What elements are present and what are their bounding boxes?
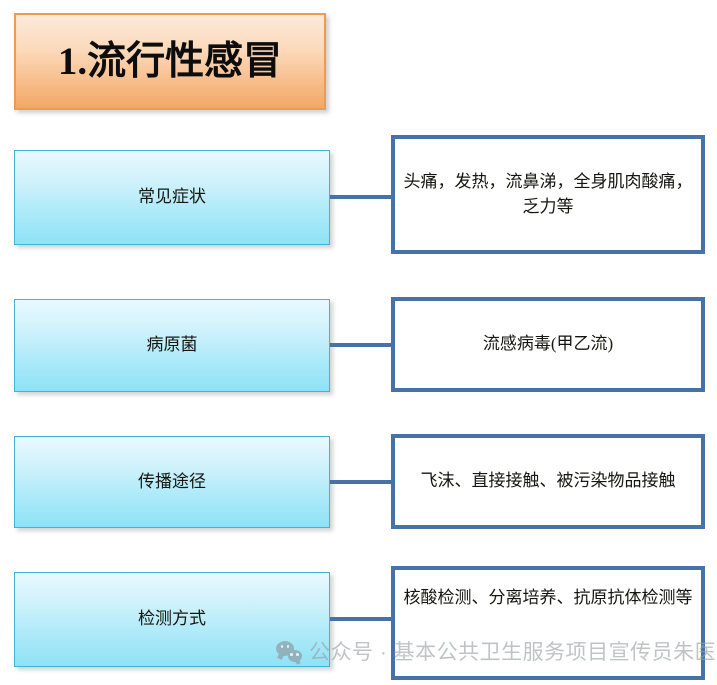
category-box-pathogen: 病原菌: [14, 299, 330, 392]
category-label: 病原菌: [146, 335, 198, 355]
detail-text: 流感病毒(甲乙流): [482, 334, 614, 354]
category-box-transmission: 传播途径: [14, 436, 330, 528]
detail-box-testing: 核酸检测、分离培养、抗原抗体检测等: [391, 566, 705, 680]
connector-line-1: [330, 195, 393, 199]
detail-box-transmission: 飞沫、直接接触、被污染物品接触: [391, 434, 705, 529]
connector-line-2: [330, 343, 393, 347]
detail-box-common-symptoms: 头痛，发热，流鼻涕，全身肌肉酸痛，乏力等: [391, 135, 705, 254]
page-title: 1.流行性感冒: [57, 40, 283, 83]
category-label: 常见症状: [138, 187, 206, 207]
detail-box-pathogen: 流感病毒(甲乙流): [391, 297, 705, 392]
detail-text: 头痛，发热，流鼻涕，全身肌肉酸痛，乏力等: [403, 171, 693, 216]
category-box-testing: 检测方式: [14, 572, 330, 667]
category-box-common-symptoms: 常见症状: [14, 150, 330, 245]
connector-line-4: [330, 617, 393, 621]
connector-line-3: [330, 480, 393, 484]
section-title-box: 1.流行性感冒: [14, 13, 326, 110]
category-label: 传播途径: [138, 471, 206, 491]
detail-text: 飞沫、直接接触、被污染物品接触: [420, 471, 676, 491]
detail-text: 核酸检测、分离培养、抗原抗体检测等: [403, 588, 693, 607]
category-label: 检测方式: [138, 609, 206, 629]
